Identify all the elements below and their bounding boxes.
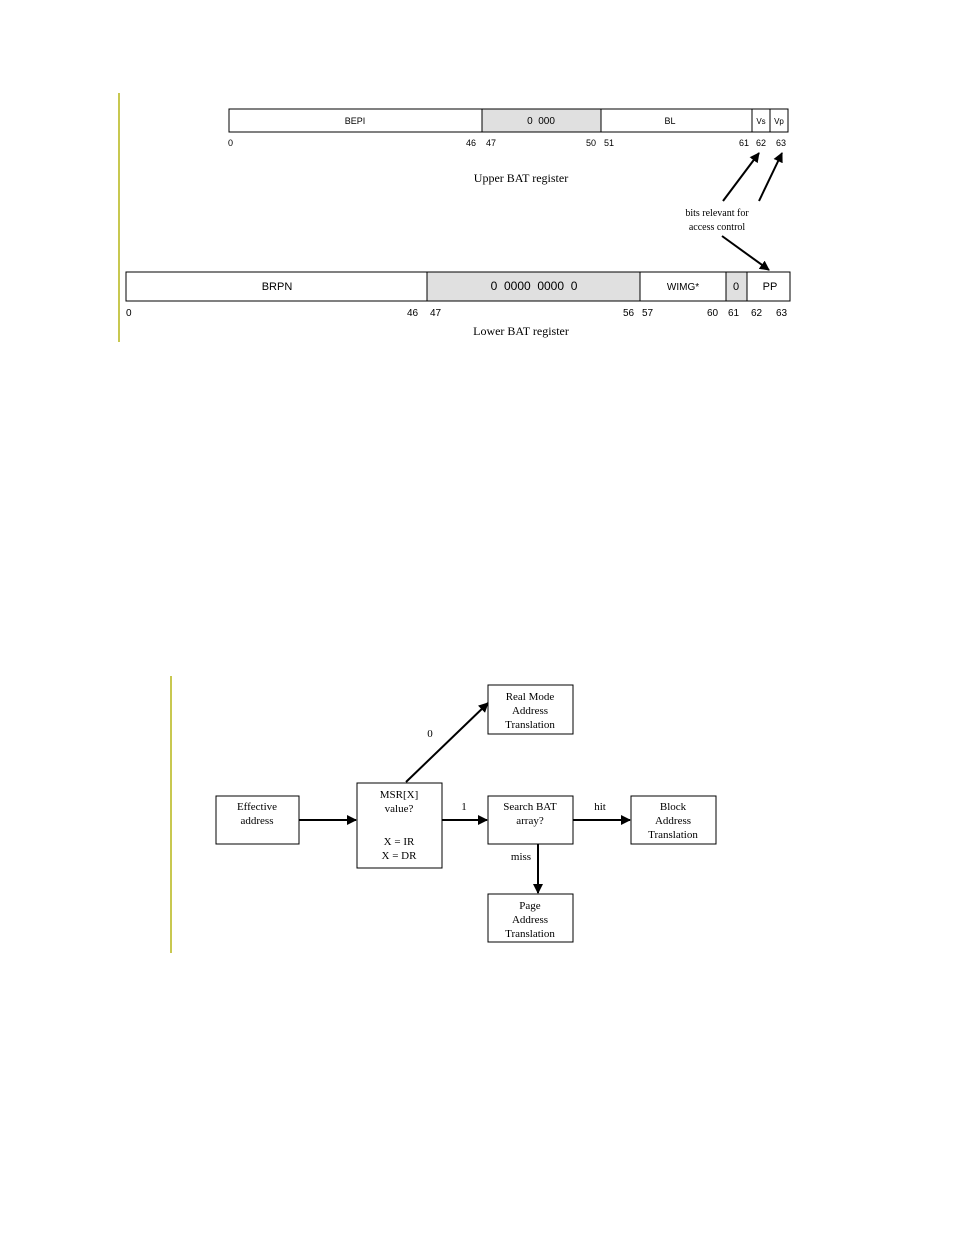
arrow-to-bit-62 [722,152,760,202]
lower-bit-63: 63 [776,308,788,319]
lower-reserved-label: 0 0000 0000 0 [491,279,578,293]
upper-bit-63: 63 [776,138,786,148]
upper-vp-label: Vp [774,117,784,126]
search-bat-box [487,795,574,845]
edge-label-one: 1 [461,801,467,813]
address-translation-flowchart: Effective address MSR[X] value? X = IR X… [215,684,717,943]
arrow-to-bit-63 [758,152,783,202]
effective-address-line-1: Effective [237,801,277,813]
upper-vs-label: Vs [756,117,765,126]
arrow-msr-to-real-mode [405,702,489,783]
lower-register-title: Lower BAT register [473,324,569,338]
lower-bit-57: 57 [642,308,654,319]
msr-line-4: X = DR [382,850,418,862]
upper-bepi-label: BEPI [345,116,366,126]
page-line-2: Address [512,914,548,926]
msr-decision-box [356,782,443,869]
lower-bit-46: 46 [407,308,419,319]
upper-bit-47: 47 [486,138,496,148]
upper-bit-50: 50 [586,138,596,148]
upper-bit-51: 51 [604,138,614,148]
edge-label-miss: miss [511,851,531,863]
lower-bit-47: 47 [430,308,442,319]
block-translation-box [630,795,717,845]
block-line-3: Translation [648,829,698,841]
real-mode-box [487,684,574,735]
lower-bit-62: 62 [751,308,763,319]
upper-register-title: Upper BAT register [474,171,568,185]
lower-bit-60: 60 [707,308,719,319]
lower-bit-61: 61 [728,308,740,319]
lower-bit-0: 0 [126,308,132,319]
annotation-line-2: access control [689,222,746,233]
lower-wimg-field [639,271,727,302]
edge-label-zero: 0 [427,728,433,740]
real-mode-line-1: Real Mode [506,691,555,703]
arrow-to-pp [721,235,770,271]
lower-bit-56: 56 [623,308,635,319]
upper-bit-46: 46 [466,138,476,148]
upper-bat-register: BEPI 0 000 BL Vs Vp 0 46 47 50 51 61 62 … [228,108,789,185]
upper-bit-0: 0 [228,138,233,148]
msr-line-1: MSR[X] [380,789,419,801]
lower-pp-field [746,271,791,302]
access-control-annotation: bits relevant for access control [685,152,783,271]
lower-zero-label: 0 [733,281,739,293]
page-line-1: Page [519,900,541,912]
effective-address-line-2: address [241,815,274,827]
real-mode-line-2: Address [512,705,548,717]
lower-brpn-label: BRPN [262,281,293,293]
lower-bat-register: BRPN 0 0000 0000 0 WIMG* 0 PP 0 46 47 56… [125,271,791,338]
upper-reserved-label: 0 000 [527,116,555,127]
upper-vp-field [769,108,789,133]
block-line-1: Block [660,801,687,813]
search-bat-line-2: array? [516,815,544,827]
upper-bit-62: 62 [756,138,766,148]
lower-pp-label: PP [763,281,778,293]
page-line-3: Translation [505,928,555,940]
block-line-2: Address [655,815,691,827]
edge-label-hit: hit [594,801,606,813]
upper-bl-label: BL [664,116,675,126]
msr-line-3: X = IR [384,836,415,848]
upper-bit-61: 61 [739,138,749,148]
real-mode-line-3: Translation [505,719,555,731]
page-translation-box [487,893,574,943]
msr-line-2: value? [385,803,414,815]
lower-wimg-label: WIMG* [667,282,699,293]
upper-bl-field [600,108,753,133]
annotation-line-1: bits relevant for [685,208,749,219]
search-bat-line-1: Search BAT [503,801,557,813]
